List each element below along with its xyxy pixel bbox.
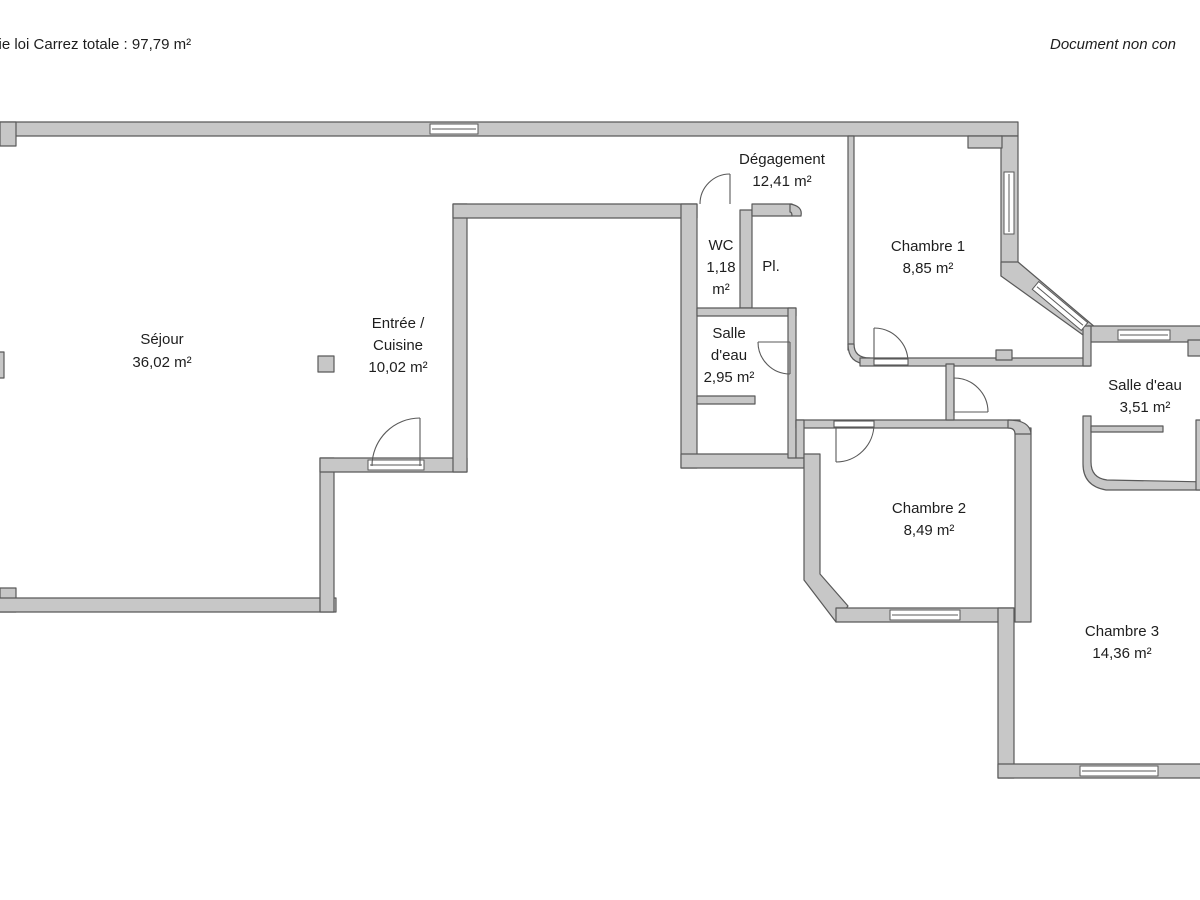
door-degagement xyxy=(699,173,731,205)
wall-sde2-bath-divider xyxy=(1090,425,1164,433)
room-degagement: Dégagement 12,41 m² xyxy=(739,151,826,190)
room-entree-area: 10,02 m² xyxy=(368,359,427,376)
room-chambre-1-area: 8,85 m² xyxy=(903,260,954,277)
room-chambre-1-name: Chambre 1 xyxy=(891,238,965,255)
door-chambre-1 xyxy=(873,327,909,366)
wall-left-top-stub xyxy=(0,121,17,147)
wall-ch2-corner xyxy=(1007,419,1032,435)
room-salle-eau-2-area: 3,51 m² xyxy=(1120,399,1171,416)
room-salle-eau-1-name-line2: d'eau xyxy=(711,347,747,364)
door-kitchen xyxy=(371,417,421,467)
room-entree-name-line2: Cuisine xyxy=(373,337,423,354)
room-wc: WC 1,18 m² xyxy=(706,237,735,298)
wall-wc-bottom xyxy=(696,307,797,317)
room-entree-name-line1: Entrée / xyxy=(372,315,425,332)
room-salle-eau-2: Salle d'eau 3,51 m² xyxy=(1108,377,1182,416)
wall-ch1-left xyxy=(847,135,855,351)
wall-core-left xyxy=(680,203,698,469)
wall-corridor-post xyxy=(945,363,955,421)
window-chambre-2 xyxy=(889,609,961,621)
window-kitchen xyxy=(367,459,425,471)
wall-ch2-top xyxy=(795,419,1021,429)
pillar-sejour xyxy=(317,355,335,373)
room-chambre-2: Chambre 2 8,49 m² xyxy=(892,500,966,539)
window-chambre-3 xyxy=(1079,765,1159,777)
door-corridor xyxy=(953,377,989,416)
room-chambre-3-area: 14,36 m² xyxy=(1092,645,1151,662)
wall-ch1-stub xyxy=(995,349,1013,361)
doors xyxy=(371,173,989,467)
room-sejour-name: Séjour xyxy=(140,331,183,348)
room-chambre-1: Chambre 1 8,85 m² xyxy=(891,238,965,277)
walls xyxy=(0,121,1200,779)
wall-placard-top xyxy=(751,203,793,217)
room-salle-eau-1: Salle d'eau 2,95 m² xyxy=(704,325,755,386)
room-salle-eau-2-name: Salle d'eau xyxy=(1108,377,1182,394)
room-wc-area-line2: m² xyxy=(712,281,730,298)
room-placard: Pl. xyxy=(762,258,780,275)
wall-ch2-right xyxy=(1014,427,1032,623)
wall-sejour-bottom xyxy=(0,597,337,613)
wall-left-mid-stub xyxy=(0,351,5,379)
window-chambre-1-diagonal xyxy=(1031,280,1089,332)
wall-kitchen-top xyxy=(452,203,698,219)
wall-ch3-left xyxy=(997,607,1015,779)
wall-kitchen-right xyxy=(452,203,468,473)
wall-ch1-corner-notch xyxy=(967,135,1003,149)
room-degagement-name: Dégagement xyxy=(739,151,826,168)
windows xyxy=(367,123,1171,777)
room-entree-cuisine: Entrée / Cuisine 10,02 m² xyxy=(368,315,427,376)
wall-core-bottom xyxy=(680,453,805,469)
door-chambre-2 xyxy=(833,420,875,463)
room-degagement-area: 12,41 m² xyxy=(752,173,811,190)
room-sejour: Séjour 36,02 m² xyxy=(132,331,191,371)
door-salle-eau-1 xyxy=(757,341,791,375)
wall-sde2-right xyxy=(1195,419,1200,491)
wall-kitchen-step-vertical xyxy=(319,457,335,613)
room-placard-name: Pl. xyxy=(762,258,780,275)
room-salle-eau-1-area: 2,95 m² xyxy=(704,369,755,386)
wall-ch2-left-lower xyxy=(803,453,849,623)
wall-placard-curve xyxy=(789,203,802,217)
wall-sde1-divider xyxy=(696,395,756,405)
wall-wc-right xyxy=(739,209,753,309)
total-area-caption: cie loi Carrez totale : 97,79 m² xyxy=(0,36,192,53)
room-labels: Séjour 36,02 m² Entrée / Cuisine 10,02 m… xyxy=(132,151,1181,662)
window-top-sejour xyxy=(429,123,479,135)
wall-sde2-bath xyxy=(1082,415,1200,491)
room-chambre-2-name: Chambre 2 xyxy=(892,500,966,517)
window-salle-eau-2 xyxy=(1117,329,1171,341)
room-chambre-3-name: Chambre 3 xyxy=(1085,623,1159,640)
wall-ch2-left xyxy=(795,419,805,459)
room-wc-area-line1: 1,18 xyxy=(706,259,735,276)
disclaimer-caption: Document non con xyxy=(1050,36,1176,53)
room-sejour-area: 36,02 m² xyxy=(132,354,191,371)
window-chambre-1-right xyxy=(1003,171,1015,235)
room-chambre-2-area: 8,49 m² xyxy=(904,522,955,539)
room-salle-eau-1-name-line1: Salle xyxy=(712,325,745,342)
wall-sde2-right-stub xyxy=(1187,339,1200,357)
room-chambre-3: Chambre 3 14,36 m² xyxy=(1085,623,1159,662)
room-wc-name: WC xyxy=(709,237,734,254)
wall-sde1-lower-right xyxy=(787,307,797,459)
wall-top xyxy=(0,121,1019,137)
wall-sde2-left xyxy=(1082,325,1092,367)
